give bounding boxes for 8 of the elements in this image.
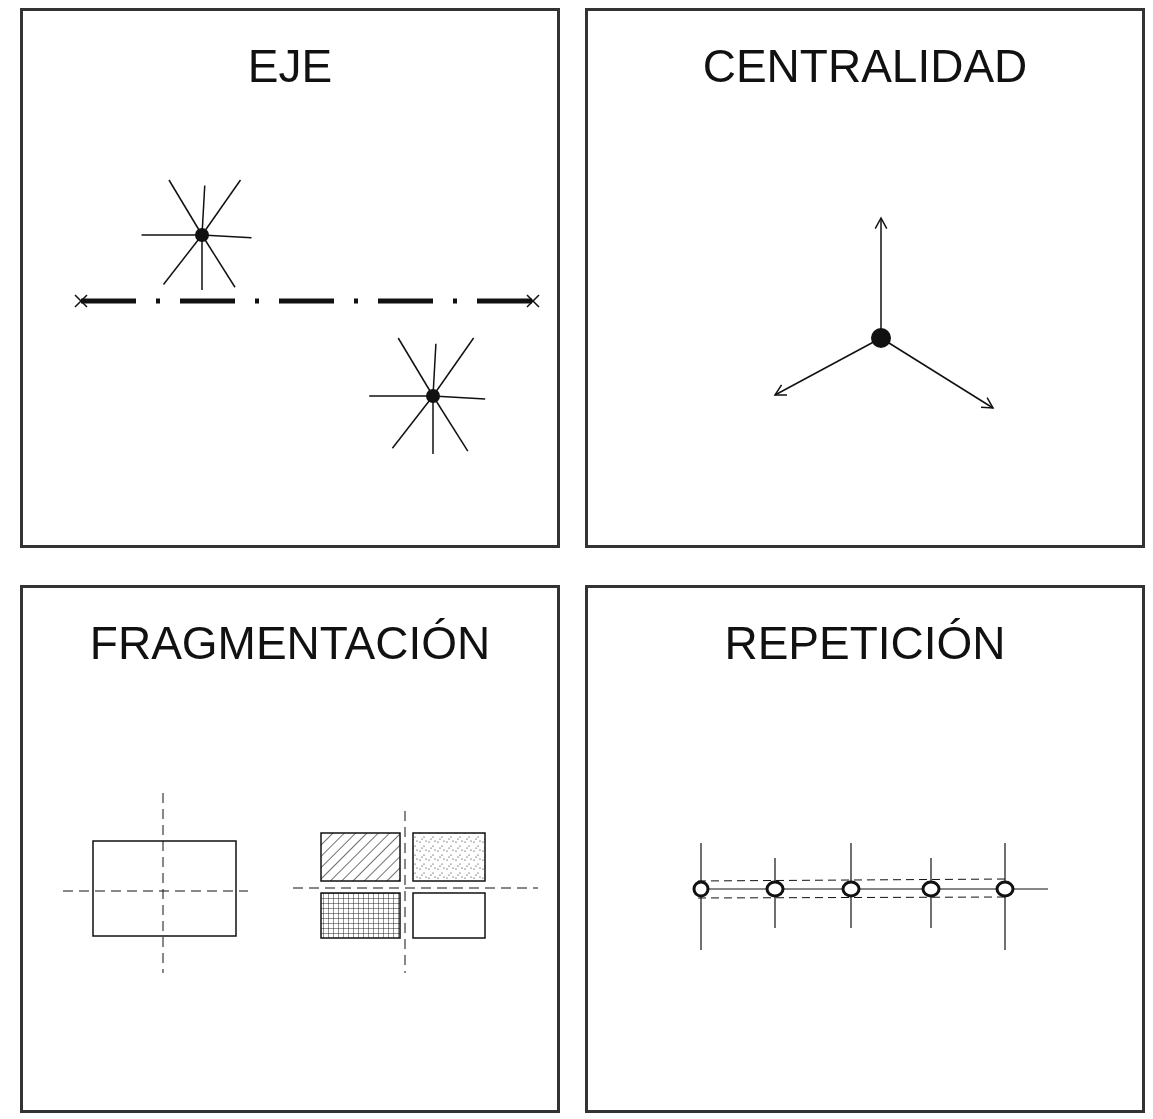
concept-panel: [585, 585, 1145, 1113]
concept-panel: [20, 585, 560, 1113]
panel-title: FRAGMENTACIÓN: [88, 616, 492, 670]
panel-title: REPETICIÓN: [723, 616, 1007, 670]
concept-panel: [20, 8, 560, 548]
panel-title: EJE: [246, 39, 334, 93]
concept-panel: [585, 8, 1145, 548]
panel-title: CENTRALIDAD: [701, 39, 1029, 93]
